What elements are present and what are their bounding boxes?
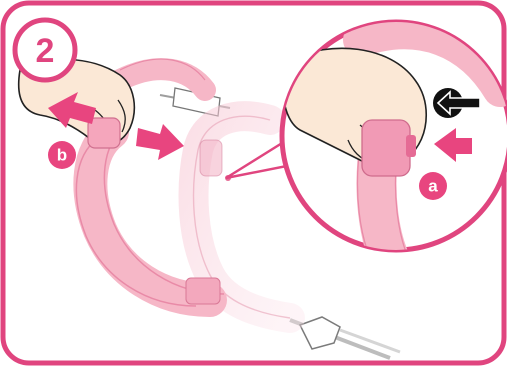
step-badge: 2 [15, 20, 75, 80]
label-b-text: b [57, 146, 67, 165]
step-number: 2 [36, 32, 55, 70]
label-a-text: a [428, 177, 438, 196]
label-a: a [419, 172, 447, 200]
label-b: b [48, 141, 76, 169]
handle-joint [186, 278, 220, 304]
release-button [362, 120, 410, 176]
